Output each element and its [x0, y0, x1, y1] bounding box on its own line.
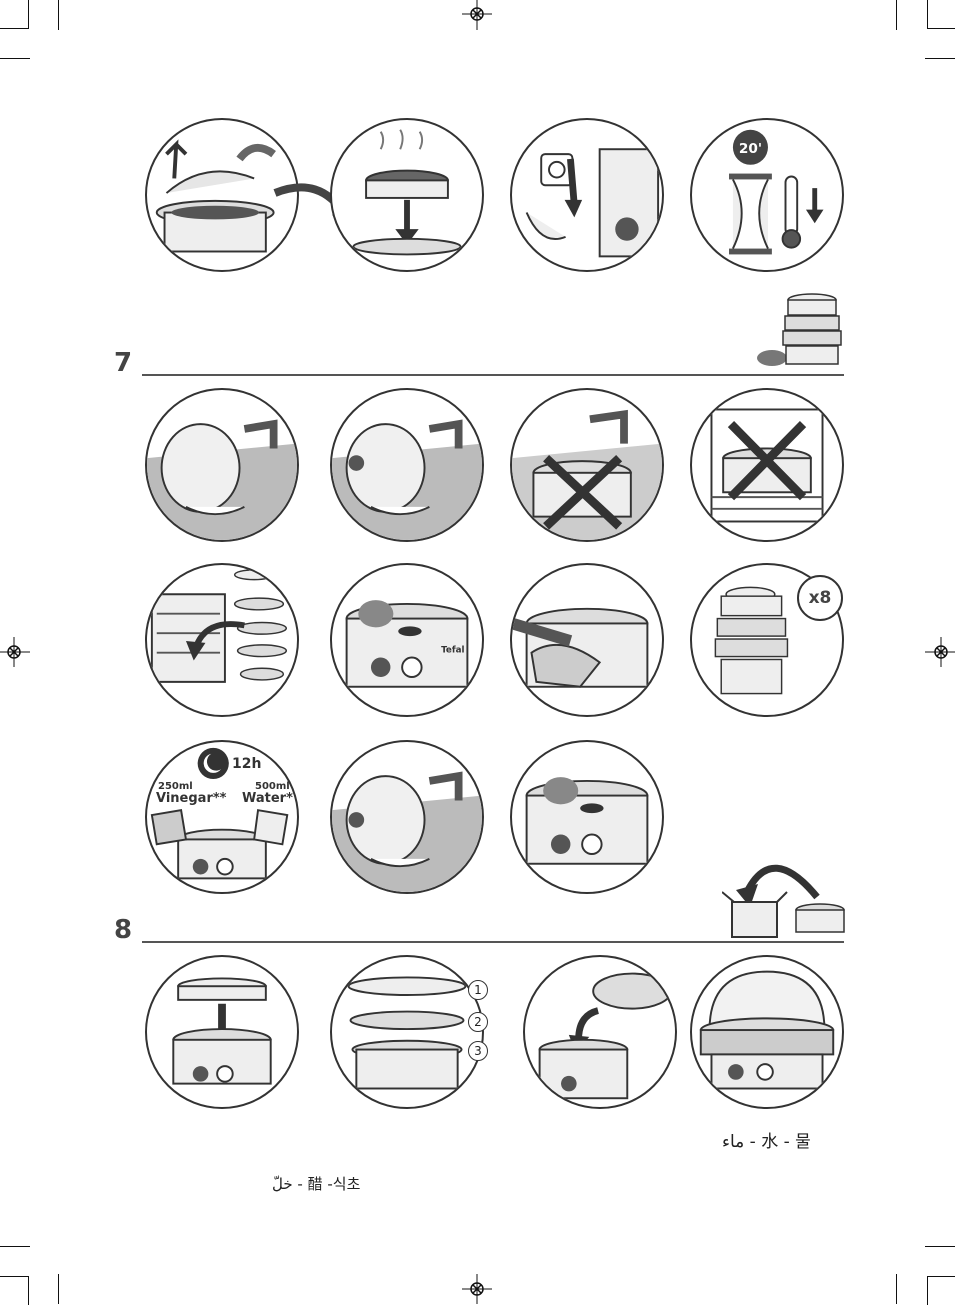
- vinegar-footnote: خلّ - 醋 -식초: [272, 1173, 360, 1194]
- assembly-number-3-label: 3: [474, 1044, 482, 1058]
- assembly-number-1: 1: [468, 980, 488, 1000]
- no-dishwasher-base-icon: [692, 390, 842, 540]
- brand-label: Tefal: [441, 646, 464, 656]
- step-unplug: [510, 118, 664, 272]
- repeat-badge: x8: [797, 575, 843, 621]
- vinegar-label: Vinegar**: [156, 791, 226, 806]
- step-rinse-bowl: [330, 388, 484, 542]
- crop-mark-bl-corner: [0, 1276, 29, 1305]
- section-number: 7: [114, 348, 132, 378]
- dishwasher-parts-icon: [147, 565, 297, 715]
- step-store-lid: [145, 955, 299, 1109]
- crop-mark-tl-v: [58, 0, 59, 30]
- crop-mark-br-v: [896, 1274, 897, 1304]
- store-lid-icon: [147, 957, 297, 1107]
- crop-mark-tl-h: [0, 58, 30, 59]
- box-storage-icon: [722, 852, 847, 942]
- sponge-dry-icon: [512, 742, 662, 892]
- vinegar-soak-icon: [147, 742, 297, 892]
- water-label: Water*: [242, 791, 293, 806]
- step-no-immerse-base: [510, 388, 664, 542]
- assembly-number-2-label: 2: [474, 1015, 482, 1029]
- nest-bowl-icon: [525, 957, 675, 1107]
- step-rinse-lid: [145, 388, 299, 542]
- crop-mark-br-corner: [927, 1276, 955, 1305]
- soak-hours-label: 12h: [232, 756, 261, 772]
- step-sponge-dry: [510, 740, 664, 894]
- no-immerse-base-icon: [512, 390, 662, 540]
- crop-mark-tl-corner: [0, 0, 29, 29]
- registration-mark-right: [925, 637, 955, 667]
- crop-mark-bl-v: [58, 1274, 59, 1304]
- step-no-dishwasher-base: [690, 388, 844, 542]
- section-rule: [142, 941, 844, 943]
- step-stack-baskets: [330, 955, 484, 1109]
- step-drain-tray: [330, 118, 484, 272]
- repeat-badge-label: x8: [809, 588, 832, 608]
- stack-baskets-icon: [332, 957, 482, 1107]
- step-nest-bowl: [523, 955, 677, 1109]
- rinse-after-descale-icon: [332, 742, 482, 892]
- rinse-lid-icon: [147, 390, 297, 540]
- section-rule: [142, 374, 844, 376]
- crop-mark-br-h: [925, 1246, 955, 1247]
- crop-mark-tr-h: [925, 58, 955, 59]
- step-rinse-after-descale: [330, 740, 484, 894]
- crop-mark-tr-v: [896, 0, 897, 30]
- assembly-number-2: 2: [468, 1012, 488, 1032]
- water-footnote: ماء - 水 - 물: [722, 1127, 811, 1152]
- step-dishwasher-parts: [145, 563, 299, 717]
- registration-mark-top: [462, 0, 492, 30]
- step-wipe-base: [510, 563, 664, 717]
- timer-label: 20': [739, 141, 762, 157]
- step-stored-steamer: [690, 955, 844, 1109]
- assembly-number-1-label: 1: [474, 983, 482, 997]
- crop-mark-bl-h: [0, 1246, 30, 1247]
- assembly-number-3: 3: [468, 1041, 488, 1061]
- registration-mark-bottom: [462, 1274, 492, 1304]
- crop-mark-tr-corner: [927, 0, 955, 29]
- steamer-sponge-icon: [752, 290, 847, 370]
- step-sponge-bowl: Tefal: [330, 563, 484, 717]
- step-cool-down: 20': [690, 118, 844, 272]
- registration-mark-left: [0, 637, 30, 667]
- section-number: 8: [114, 915, 132, 945]
- step-vinegar-soak: [145, 740, 299, 894]
- sponge-bowl-icon: Tefal: [332, 565, 482, 715]
- rinse-bowl-icon: [332, 390, 482, 540]
- cool-down-icon: 20': [692, 120, 842, 270]
- drain-tray-icon: [332, 120, 482, 270]
- unplug-icon: [512, 120, 662, 270]
- stored-steamer-icon: [692, 957, 842, 1107]
- wipe-base-icon: [512, 565, 662, 715]
